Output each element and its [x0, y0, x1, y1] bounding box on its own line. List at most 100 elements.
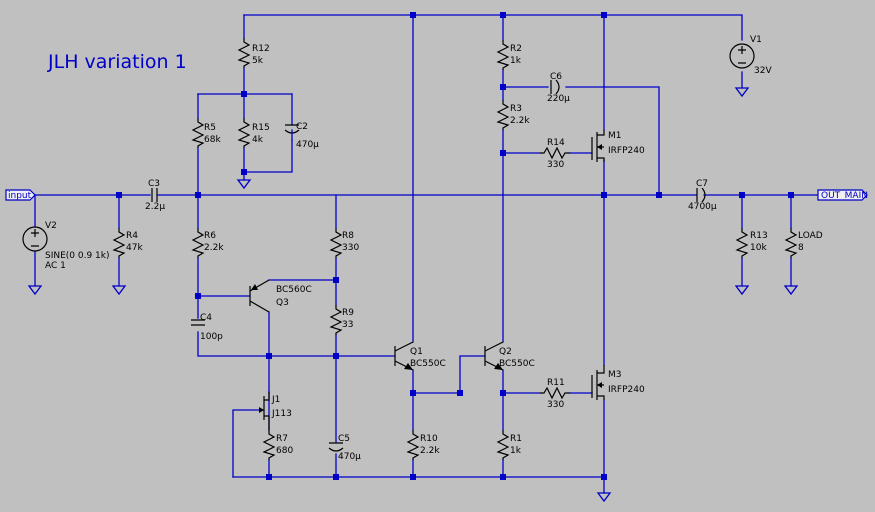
svg-text:10k: 10k — [750, 243, 767, 253]
jfet-j1: J1 J113 — [259, 392, 292, 430]
svg-text:470µ: 470µ — [296, 140, 319, 150]
input-port-label: input — [8, 191, 32, 201]
svg-text:R14: R14 — [547, 138, 565, 148]
ground-icon — [596, 492, 612, 503]
svg-text:R11: R11 — [547, 378, 565, 388]
svg-text:R3: R3 — [510, 104, 522, 114]
svg-text:C5: C5 — [338, 434, 350, 444]
svg-text:IRFP240: IRFP240 — [608, 146, 645, 156]
svg-text:C6: C6 — [550, 72, 562, 82]
transistor-q1: Q1 BC550C — [394, 341, 446, 371]
transistor-q2: Q2 BC550C — [484, 341, 535, 371]
svg-text:100p: 100p — [200, 332, 223, 342]
svg-text:Q3: Q3 — [276, 298, 289, 308]
svg-text:R5: R5 — [204, 123, 216, 133]
mosfet-m3: M3 IRFP240 — [591, 365, 645, 400]
svg-text:2.2k: 2.2k — [420, 446, 440, 456]
svg-text:SINE(0 0.9 1k): SINE(0 0.9 1k) — [45, 251, 110, 261]
svg-text:R10: R10 — [420, 434, 438, 444]
svg-text:4k: 4k — [252, 135, 264, 145]
svg-text:1k: 1k — [510, 56, 522, 66]
ground-icon — [783, 285, 799, 296]
svg-text:R12: R12 — [252, 44, 270, 54]
svg-text:2.2µ: 2.2µ — [145, 202, 165, 212]
svg-text:BC550C: BC550C — [410, 359, 446, 369]
resistor-load: LOAD 8 — [784, 228, 823, 258]
svg-text:V2: V2 — [45, 221, 57, 231]
svg-text:R8: R8 — [342, 231, 354, 241]
resistor-r3: R3 2.2k — [496, 100, 530, 130]
svg-text:Q1: Q1 — [410, 347, 423, 357]
resistor-r10: R10 2.2k — [406, 430, 440, 460]
svg-text:5k: 5k — [252, 56, 264, 66]
ground-symbols — [27, 87, 799, 503]
svg-text:33: 33 — [342, 320, 353, 330]
svg-text:330: 330 — [547, 160, 564, 170]
resistor-r15: R15 4k — [237, 118, 270, 148]
svg-text:R7: R7 — [276, 434, 288, 444]
wires — [7, 14, 819, 494]
svg-text:C2: C2 — [296, 122, 308, 132]
resistor-r11: R11 330 — [540, 378, 570, 410]
resistor-r9: R9 33 — [329, 305, 354, 335]
svg-text:BC550C: BC550C — [499, 359, 535, 369]
resistor-r6: R6 2.2k — [191, 228, 224, 258]
output-port: OUT_MAIN — [817, 189, 868, 201]
svg-text:8: 8 — [798, 243, 804, 253]
svg-text:R13: R13 — [750, 231, 768, 241]
resistor-r1: R1 1k — [496, 430, 522, 460]
svg-text:Q2: Q2 — [499, 347, 512, 357]
resistor-r8: R8 330 — [329, 228, 359, 258]
svg-text:R2: R2 — [510, 44, 522, 54]
svg-text:C7: C7 — [696, 179, 708, 189]
svg-text:C3: C3 — [148, 179, 160, 189]
ground-icon — [734, 285, 750, 296]
svg-text:R4: R4 — [126, 231, 138, 241]
ground-icon — [236, 179, 252, 190]
output-port-label: OUT_MAIN — [821, 191, 868, 201]
svg-text:32V: 32V — [754, 66, 772, 76]
ground-icon — [734, 87, 750, 98]
svg-text:J113: J113 — [271, 409, 292, 419]
svg-text:680: 680 — [276, 446, 293, 456]
voltage-source-v2: V2 SINE(0 0.9 1k) AC 1 — [22, 221, 110, 271]
schematic-title: JLH variation 1 — [47, 51, 187, 73]
svg-text:2.2k: 2.2k — [204, 243, 224, 253]
ground-icon — [111, 285, 127, 296]
svg-text:330: 330 — [342, 243, 359, 253]
svg-text:R1: R1 — [510, 434, 522, 444]
voltage-source-v1: V1 32V — [729, 35, 772, 76]
svg-text:M3: M3 — [608, 370, 622, 380]
resistor-r14: R14 330 — [540, 138, 570, 170]
svg-text:330: 330 — [547, 400, 564, 410]
svg-text:R15: R15 — [252, 123, 270, 133]
svg-text:68k: 68k — [204, 135, 221, 145]
svg-text:1k: 1k — [510, 446, 522, 456]
resistor-r13: R13 10k — [735, 228, 768, 258]
capacitor-c7: C7 4700µ — [688, 179, 717, 212]
capacitor-c4: C4 100p — [191, 313, 223, 342]
capacitor-c6: C6 220µ — [547, 72, 570, 104]
svg-text:2.2k: 2.2k — [510, 116, 530, 126]
svg-text:R9: R9 — [342, 308, 354, 318]
transistor-q3: BC560C Q3 — [249, 279, 312, 313]
junctions — [116, 12, 794, 480]
ground-icon — [27, 285, 43, 296]
svg-text:V1: V1 — [750, 35, 762, 45]
capacitor-c5: C5 470µ — [328, 434, 361, 462]
svg-text:AC 1: AC 1 — [45, 261, 66, 271]
svg-text:220µ: 220µ — [547, 94, 570, 104]
svg-text:IRFP240: IRFP240 — [608, 385, 645, 395]
svg-text:LOAD: LOAD — [798, 231, 823, 241]
svg-text:47k: 47k — [126, 243, 143, 253]
svg-text:J1: J1 — [271, 395, 280, 405]
mosfet-m1: M1 IRFP240 — [591, 130, 645, 162]
svg-text:470µ: 470µ — [338, 452, 361, 462]
resistor-r12: R12 5k — [237, 38, 270, 68]
svg-text:BC560C: BC560C — [276, 285, 312, 295]
svg-text:R6: R6 — [204, 231, 216, 241]
resistor-r2: R2 1k — [496, 40, 522, 70]
resistor-r5: R5 68k — [191, 118, 221, 148]
svg-text:4700µ: 4700µ — [688, 202, 717, 212]
